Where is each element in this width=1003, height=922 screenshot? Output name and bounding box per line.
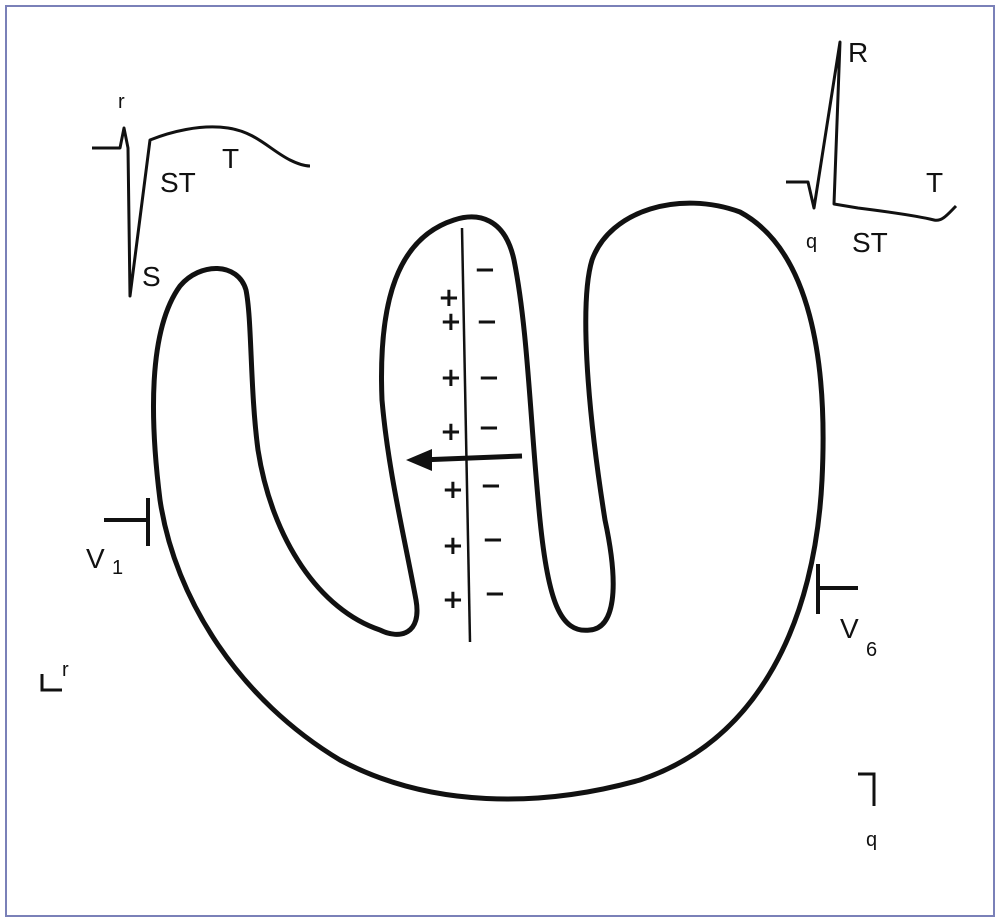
plus-sign: + xyxy=(442,585,464,615)
v1-electrode: V 1 xyxy=(86,498,148,579)
v1-s-label: S xyxy=(142,261,161,292)
minus-sign: − xyxy=(484,579,506,609)
left-r-label: r xyxy=(62,659,69,681)
ventricle-outline xyxy=(153,203,823,799)
v6-q-label: q xyxy=(806,231,817,253)
minus-sign: − xyxy=(478,413,500,443)
v1-lead-label: V xyxy=(86,543,105,574)
v1-st-label: ST xyxy=(160,167,196,198)
v6-lead-sub: 6 xyxy=(866,639,877,661)
v6-lead-label: V xyxy=(840,613,859,644)
v1-lead-sub: 1 xyxy=(112,557,123,579)
minus-sign: − xyxy=(482,525,504,555)
septum-line xyxy=(462,228,470,642)
septum-minus-signs: − − − − − − − xyxy=(474,255,506,609)
plus-sign: + xyxy=(440,307,462,337)
v1-t-label: T xyxy=(222,143,239,174)
left-r-mark: r xyxy=(42,659,69,690)
right-q-label: q xyxy=(866,829,877,851)
v6-r-label: R xyxy=(848,37,868,68)
septum-plus-signs: + + + + + + + xyxy=(438,283,464,615)
v6-t-label: T xyxy=(926,167,943,198)
minus-sign: − xyxy=(476,307,498,337)
plus-sign: + xyxy=(440,417,462,447)
v1-r-label: r xyxy=(118,91,125,113)
v6-electrode: V 6 xyxy=(818,564,877,661)
plus-sign: + xyxy=(442,531,464,561)
depolarization-arrow-shaft xyxy=(420,456,522,460)
v6-st-label: ST xyxy=(852,227,888,258)
depolarization-arrow-head xyxy=(406,449,432,471)
plus-sign: + xyxy=(440,363,462,393)
right-q-mark: q xyxy=(858,774,877,851)
minus-sign: − xyxy=(480,471,502,501)
minus-sign: − xyxy=(474,255,496,285)
plus-sign: + xyxy=(442,475,464,505)
minus-sign: − xyxy=(478,363,500,393)
